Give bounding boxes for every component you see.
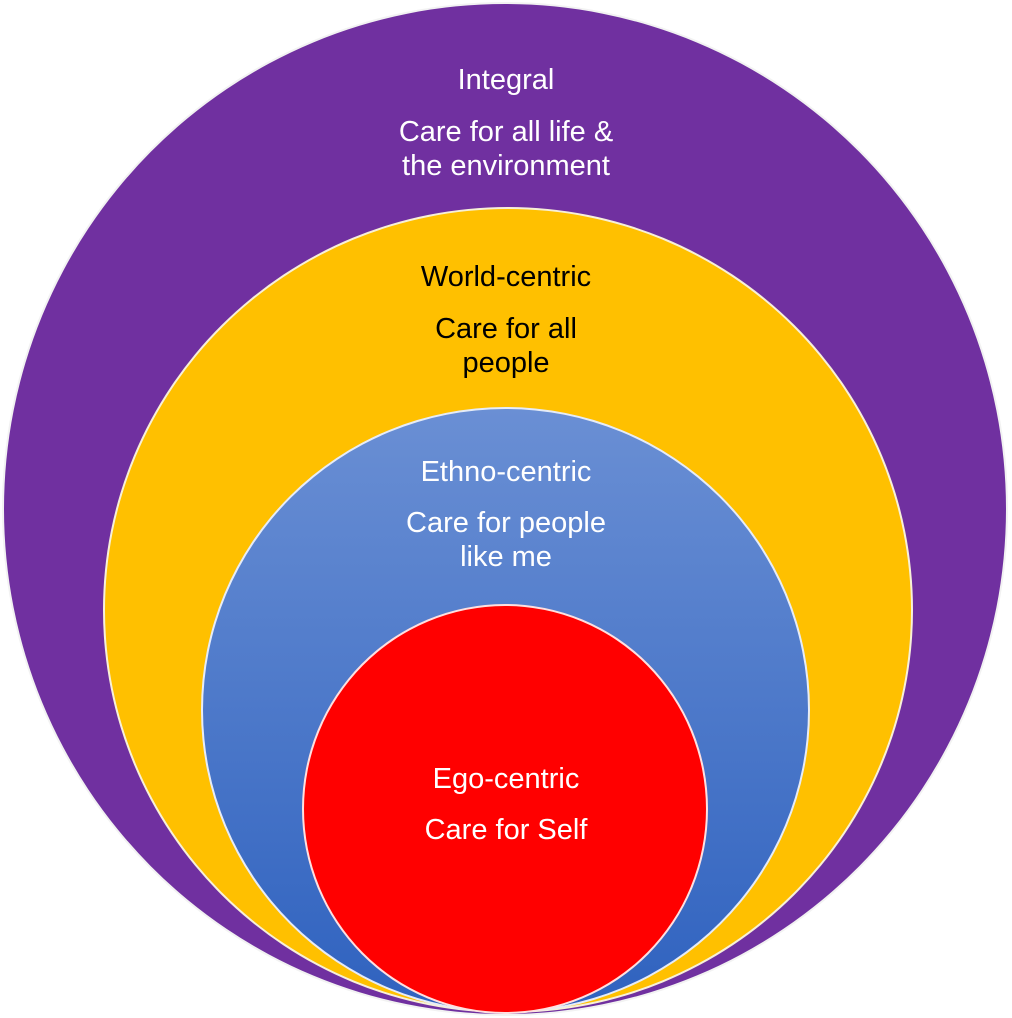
ego-centric-desc-line1: Care for Self [424, 814, 588, 846]
ethno-centric-desc-line2: like me [460, 541, 552, 573]
world-centric-desc-line1: Care for all [435, 313, 577, 345]
world-centric-title: World-centric [420, 261, 592, 293]
world-centric-desc-line2: people [462, 347, 550, 379]
ethno-centric-title: Ethno-centric [420, 456, 592, 488]
integral-desc-line1: Care for all life & [398, 116, 614, 148]
ego-centric-circle [302, 604, 708, 1014]
ethno-centric-desc-line1: Care for people [406, 507, 606, 539]
ego-centric-title: Ego-centric [432, 763, 580, 795]
integral-desc-line2: the environment [402, 150, 610, 182]
integral-title: Integral [457, 64, 555, 96]
